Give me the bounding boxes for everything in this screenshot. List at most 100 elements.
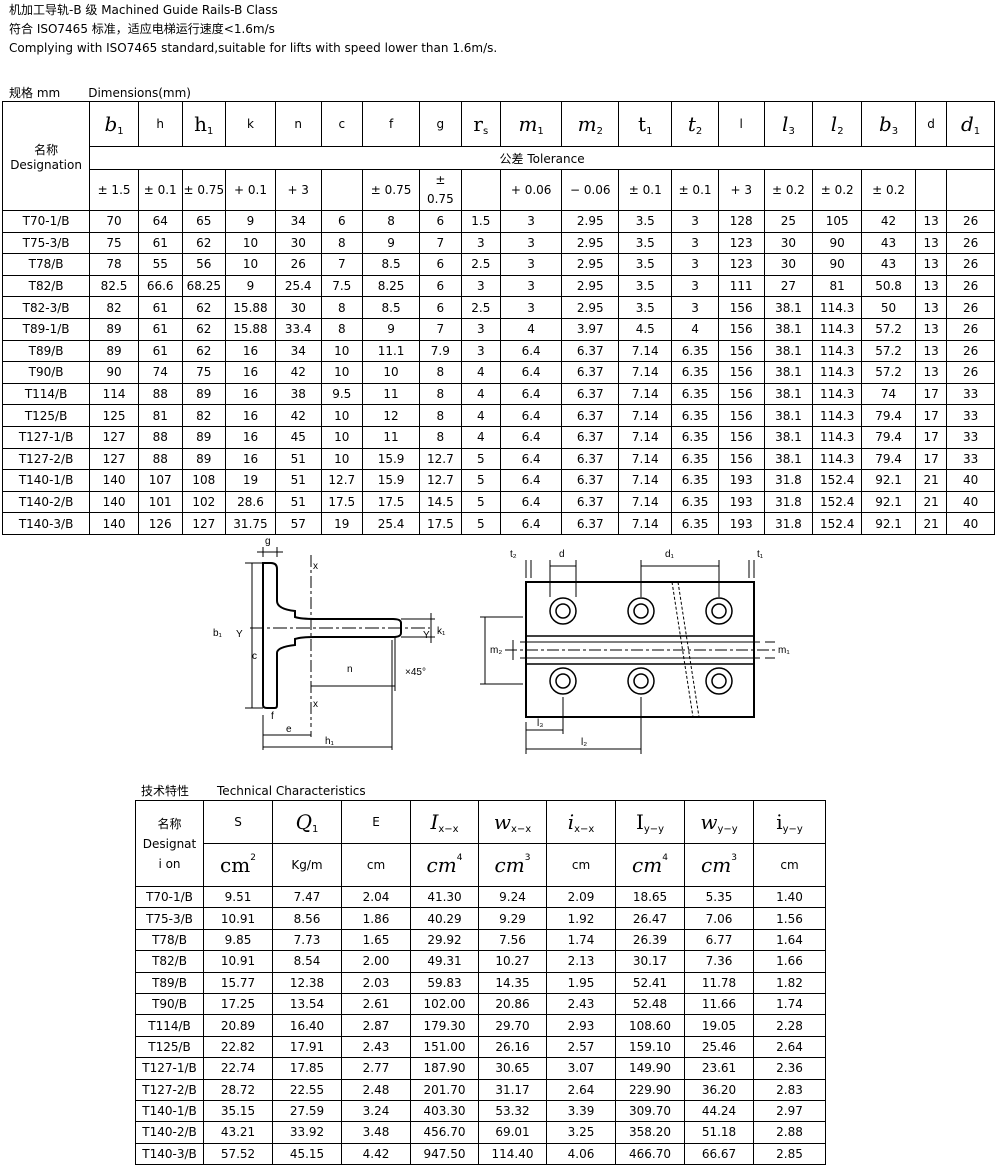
dim-header-cell: m2 — [561, 101, 620, 147]
dimension-cell: 19 — [225, 469, 276, 492]
dimension-cell: 2.5 — [460, 253, 502, 276]
dimension-cell: 6.37 — [561, 425, 620, 449]
dim-symbol: c — [338, 117, 346, 131]
tech-symbol-subscript: x−x — [438, 823, 459, 835]
dimension-cell: 2.95 — [561, 274, 620, 298]
dimension-cell: 7.5 — [320, 274, 364, 298]
dimension-cell: 10 — [320, 447, 364, 471]
characteristic-cell: 26.16 — [478, 1035, 547, 1059]
tech-symbol-subscript: y−y — [782, 823, 803, 835]
dimension-cell: 6.37 — [561, 512, 620, 535]
dim-header-cell: n — [274, 101, 322, 147]
dimension-cell: 4 — [460, 425, 502, 449]
designation-cell: T75-3/B — [135, 907, 204, 930]
dimension-cell: 51 — [274, 469, 322, 492]
characteristic-cell: 43.21 — [203, 1121, 273, 1144]
rail-profile-diagram: g x b₁ Y c k₁ Y n ×45° x f e h₁ — [213, 536, 446, 750]
dimension-cell: 5 — [460, 447, 502, 471]
dimension-cell: 12 — [362, 404, 421, 427]
dimension-cell: 6.4 — [500, 447, 563, 471]
dimension-cell: 6 — [419, 296, 462, 319]
characteristic-cell: 358.20 — [615, 1121, 685, 1144]
dim-header-cell: l2 — [812, 101, 863, 147]
characteristic-cell: 7.56 — [478, 928, 547, 952]
dimension-cell: 62 — [181, 296, 227, 319]
tech-header-cell: ix−x — [546, 800, 616, 844]
dimension-cell: 7.14 — [618, 361, 673, 384]
dimension-cell: 126 — [137, 512, 183, 535]
tech-designation-en: Designati on — [142, 836, 197, 871]
dimension-cell: 92.1 — [861, 469, 917, 492]
dimension-cell: 43 — [861, 253, 917, 276]
tech-symbol: w — [493, 809, 511, 834]
label-g: g — [265, 536, 271, 547]
dimension-cell: 3.97 — [561, 317, 620, 341]
dimension-cell: 3.5 — [618, 231, 673, 255]
designation-cell: T90/B — [1, 361, 91, 384]
dimension-cell: 6.37 — [561, 447, 620, 471]
characteristic-cell: 28.72 — [203, 1078, 273, 1101]
tech-symbol-subscript: x−x — [574, 823, 595, 835]
characteristic-cell: 114.40 — [478, 1142, 547, 1166]
unit-exponent: 4 — [456, 853, 463, 863]
tech-symbol: w — [700, 809, 718, 834]
dimension-cell: 108 — [181, 469, 227, 492]
designation-cell: T78/B — [1, 253, 91, 276]
dimension-cell: 42 — [274, 361, 322, 384]
dim-symbol: d — [960, 111, 974, 136]
dimension-cell: 92.1 — [861, 490, 917, 514]
dimension-cell: 3.5 — [618, 210, 673, 233]
dimension-cell: 6 — [419, 210, 462, 233]
dimension-cell: 127 — [181, 512, 227, 535]
dimension-cell: 6.37 — [561, 469, 620, 492]
dimension-cell: 1.5 — [460, 210, 502, 233]
tolerance-value — [460, 169, 502, 211]
characteristic-cell: 1.74 — [546, 928, 616, 952]
designation-cell: T140-1/B — [1, 469, 91, 492]
dim-symbol: l — [739, 117, 743, 131]
dimension-cell: 3 — [500, 274, 563, 298]
dimension-cell: 6.35 — [671, 404, 719, 427]
tolerance-value: ± 0.75 — [419, 169, 462, 211]
dimension-cell: 89 — [89, 317, 139, 341]
designation-cell: T140-3/B — [1, 512, 91, 535]
dimension-cell: 50.8 — [861, 274, 917, 298]
dimension-cell: 7 — [419, 231, 462, 255]
dimension-cell: 6 — [419, 274, 462, 298]
designation-cell: T140-3/B — [135, 1142, 204, 1166]
characteristic-cell: 159.10 — [615, 1035, 685, 1059]
dimension-cell: 6.4 — [500, 361, 563, 384]
designation-cell: T78/B — [135, 928, 204, 952]
designation-cell: T75-3/B — [1, 231, 91, 255]
dimension-cell: 6.4 — [500, 339, 563, 363]
characteristic-cell: 9.85 — [203, 928, 273, 952]
dim-symbol: h — [194, 111, 208, 136]
dimension-cell: 56 — [181, 253, 227, 276]
title-line: 机加工导轨-B 级 Machined Guide Rails-B Class — [9, 3, 278, 17]
label-t1: t₁ — [757, 549, 764, 560]
dimension-cell: 6.35 — [671, 361, 719, 384]
dimension-cell: 89 — [89, 339, 139, 363]
dimension-cell: 33 — [946, 382, 995, 406]
tolerance-value: − 0.06 — [561, 169, 620, 211]
dimension-cell: 57.2 — [861, 317, 917, 341]
dim-symbol: r — [473, 111, 483, 136]
dimension-cell: 81 — [812, 274, 863, 298]
tolerance-value: + 0.06 — [500, 169, 563, 211]
dimension-cell: 8 — [419, 425, 462, 449]
dimension-cell: 40 — [946, 490, 995, 514]
label-x-top: x — [313, 561, 318, 572]
dimension-cell: 16 — [225, 339, 276, 363]
characteristic-cell: 35.15 — [203, 1099, 273, 1123]
label-t2: t₂ — [510, 549, 517, 560]
dim-symbol-subscript: 3 — [788, 125, 795, 137]
characteristic-cell: 2.93 — [546, 1014, 616, 1037]
characteristic-cell: 10.91 — [203, 950, 273, 973]
characteristic-cell: 44.24 — [684, 1099, 754, 1123]
label-d1: d₁ — [665, 549, 675, 560]
dimension-cell: 31.75 — [225, 512, 276, 535]
dim-symbol: b — [878, 111, 892, 136]
characteristic-cell: 7.36 — [684, 950, 754, 973]
